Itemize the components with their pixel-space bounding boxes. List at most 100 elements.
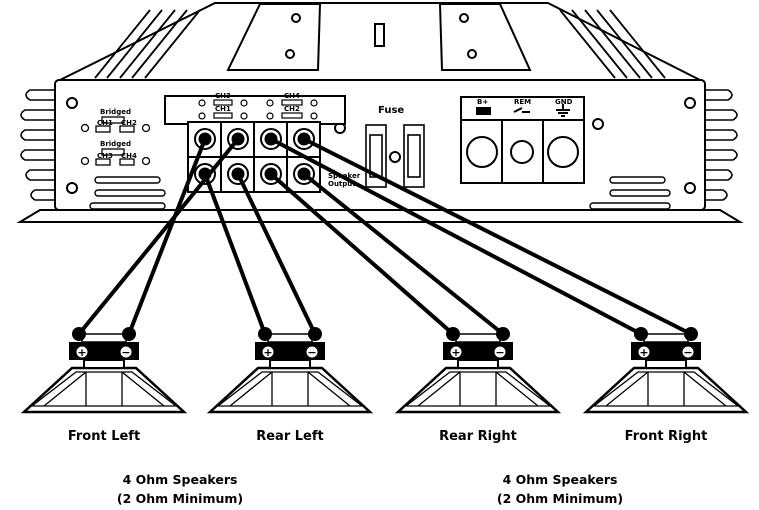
note-left-line2: (2 Ohm Minimum) [117, 491, 243, 506]
speaker-rear-right[interactable]: +−Rear Right [394, 327, 562, 444]
switch-icon [513, 107, 530, 113]
fuse-holder[interactable] [365, 124, 425, 188]
terminal-ch1-label: CH1 [215, 105, 231, 113]
battery-icon [476, 107, 491, 115]
speaker-plus-sign: + [77, 346, 86, 359]
speaker-neck [269, 359, 311, 369]
speaker-minus-sign: − [683, 346, 692, 359]
speaker-cone-line [605, 371, 649, 407]
speaker-terminal-clip [81, 333, 127, 343]
speaker-output-line: Output [328, 180, 356, 188]
ground-icon [556, 104, 570, 117]
wire-end-minus [122, 327, 136, 341]
bridged-indicator [80, 116, 151, 166]
speaker-cone-inner [216, 371, 364, 407]
speaker-wire [203, 173, 267, 335]
speaker-cone-line [683, 371, 727, 407]
speaker-wire [127, 138, 207, 335]
terminal-ch4-label: CH4 [284, 92, 300, 100]
speaker-plus-terminal [637, 345, 651, 359]
terminal-ch2-label: CH2 [284, 105, 300, 113]
speaker-minus-sign: − [495, 346, 504, 359]
wire-end-plus [634, 327, 648, 341]
speaker-cone [20, 366, 188, 414]
speaker-cone [394, 366, 562, 414]
speaker-plus-terminal [449, 345, 463, 359]
speaker-minus-terminal [119, 345, 133, 359]
wire-end-minus [308, 327, 322, 341]
speaker-minus-sign: − [307, 346, 316, 359]
speaker-neck [83, 359, 125, 369]
speaker-terminal-clip [455, 333, 501, 343]
screw-top-1 [291, 13, 301, 23]
screw-panel-1 [66, 97, 78, 109]
bridged-label-2: Bridged [100, 140, 131, 148]
power-rem-label: REM [514, 98, 531, 106]
speaker-terminal-clip [643, 333, 689, 343]
speaker-cone-line [307, 371, 351, 407]
speaker-plus-sign: + [639, 346, 648, 359]
speaker-cone-line [229, 371, 273, 407]
speaker-cone-inner [404, 371, 552, 407]
note-right-line1: 4 Ohm Speakers [503, 472, 618, 487]
screw-panel-6 [592, 118, 604, 130]
speaker-wire [302, 172, 505, 336]
screw-top-3 [459, 13, 469, 23]
wire-end-minus [684, 327, 698, 341]
speaker-plus-terminal [75, 345, 89, 359]
speaker-label: Front Right [625, 429, 708, 444]
speaker-label: Front Left [68, 429, 140, 444]
speaker-plus-sign: + [263, 346, 272, 359]
speaker-minus-sign: − [121, 346, 130, 359]
speaker-minus-terminal [305, 345, 319, 359]
terminal-label-marks [198, 99, 318, 120]
ch2-label: CH2 [121, 119, 137, 127]
wire-end-plus [258, 327, 272, 341]
speaker-wire [77, 137, 240, 336]
speaker-front-right[interactable]: + − Front Right [582, 327, 750, 444]
screw-panel-4 [684, 182, 696, 194]
speaker-cone-line [121, 371, 165, 407]
speaker-wire [269, 172, 455, 336]
ch4-label: CH4 [121, 152, 137, 160]
speaker-cone-inner [30, 371, 178, 407]
ch3-label: CH3 [97, 152, 113, 160]
speaker-neck [457, 359, 499, 369]
speaker-wires [77, 137, 692, 336]
speaker-minus-terminal [493, 345, 507, 359]
vent-slots [89, 176, 671, 210]
top-slot [374, 23, 385, 47]
speaker-cone-inner [592, 371, 740, 407]
terminal-label-box [164, 95, 346, 125]
terminal-ch3-label: CH3 [215, 92, 231, 100]
power-terminal-bplus[interactable] [466, 136, 498, 168]
speaker-front-left[interactable]: + − Front Left [20, 327, 188, 444]
ch1-label: CH1 [97, 119, 113, 127]
note-right-line2: (2 Ohm Minimum) [497, 491, 623, 506]
speaker-cone [206, 366, 374, 414]
speaker-label: Rear Right [439, 429, 517, 444]
speaker-terminal-clip [267, 333, 313, 343]
screw-top-2 [285, 49, 295, 59]
screw-panel-2 [66, 182, 78, 194]
wire-end-plus [72, 327, 86, 341]
power-bplus-label: B+ [477, 98, 488, 106]
speaker-wire [236, 173, 317, 335]
wire-end-plus [446, 327, 460, 341]
speaker-rear-left[interactable]: +−Rear Left [206, 327, 374, 444]
power-terminal-gnd[interactable] [547, 136, 579, 168]
speaker-cone-line [43, 371, 87, 407]
speaker-cone-line [495, 371, 539, 407]
side-fins-right [705, 89, 738, 201]
note-left-line1: 4 Ohm Speakers [123, 472, 238, 487]
speaker-cone-line [417, 371, 461, 407]
bridged-label-1: Bridged [100, 108, 131, 116]
side-fins-left [20, 89, 55, 201]
speaker-wire [270, 137, 642, 336]
speaker-wire [303, 137, 692, 336]
heatsink-fins-right [559, 9, 666, 79]
screw-panel-3 [684, 97, 696, 109]
amplifier [16, 2, 744, 223]
power-terminal-rem[interactable] [510, 140, 534, 164]
screw-top-4 [467, 49, 477, 59]
